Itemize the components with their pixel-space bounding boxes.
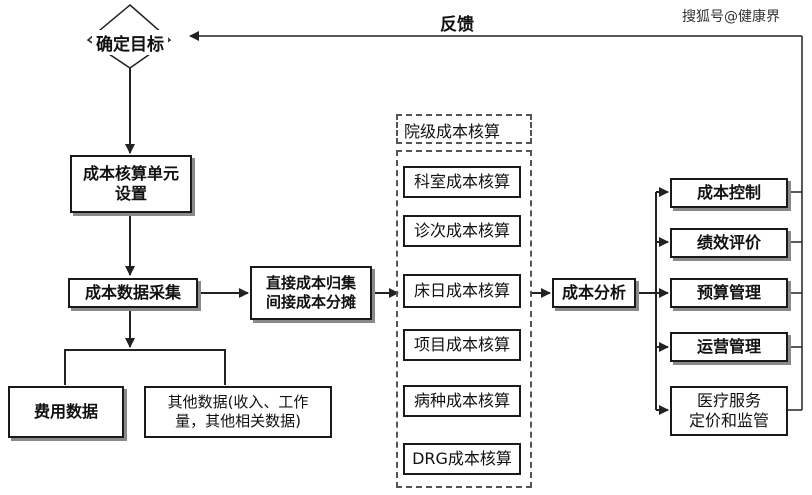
accounting-levels-group xyxy=(396,150,532,488)
feedback-label: 反馈 xyxy=(440,15,474,35)
cost-control-box: 成本控制 xyxy=(670,178,788,208)
operations-mgmt-box: 运营管理 xyxy=(670,332,788,362)
allocation-line-1: 直接成本归集 xyxy=(265,274,356,293)
split-line xyxy=(64,349,226,385)
pricing-line-2: 定价和监管 xyxy=(688,411,769,430)
allocation-line-2: 间接成本分摊 xyxy=(265,293,356,311)
unit-setup-box: 成本核算单元 设置 xyxy=(70,155,192,213)
disease-accounting-box: 病种成本核算 xyxy=(403,385,521,417)
unit-setup-line-2: 设置 xyxy=(114,184,147,203)
hospital-level-group xyxy=(396,114,532,144)
other-data-line-2: 量，其他相关数据) xyxy=(175,412,301,430)
drg-accounting-box: DRG成本核算 xyxy=(403,443,521,475)
other-data-line-1: 其他数据(收入、工作 xyxy=(167,393,309,412)
performance-eval-box: 绩效评价 xyxy=(670,228,788,258)
visit-accounting-box: 诊次成本核算 xyxy=(403,215,521,247)
budget-mgmt-box: 预算管理 xyxy=(670,278,788,308)
bedday-accounting-box: 床日成本核算 xyxy=(403,274,521,308)
expense-data-box: 费用数据 xyxy=(8,386,124,438)
watermark: 搜狐号@健康界 xyxy=(682,9,780,25)
item-accounting-box: 项目成本核算 xyxy=(403,329,521,361)
other-data-box: 其他数据(收入、工作 量，其他相关数据) xyxy=(144,386,332,438)
analysis-box: 成本分析 xyxy=(552,278,636,308)
pricing-supervision-box: 医疗服务 定价和监管 xyxy=(670,386,788,436)
goal-label: 确定目标 xyxy=(92,30,168,55)
pricing-line-1: 医疗服务 xyxy=(696,391,761,410)
hospital-level-label: 院级成本核算 xyxy=(404,122,501,141)
dept-accounting-box: 科室成本核算 xyxy=(403,166,521,198)
data-collection-box: 成本数据采集 xyxy=(68,278,198,308)
allocation-box: 直接成本归集 间接成本分摊 xyxy=(250,266,372,320)
unit-setup-line-1: 成本核算单元 xyxy=(82,164,179,183)
